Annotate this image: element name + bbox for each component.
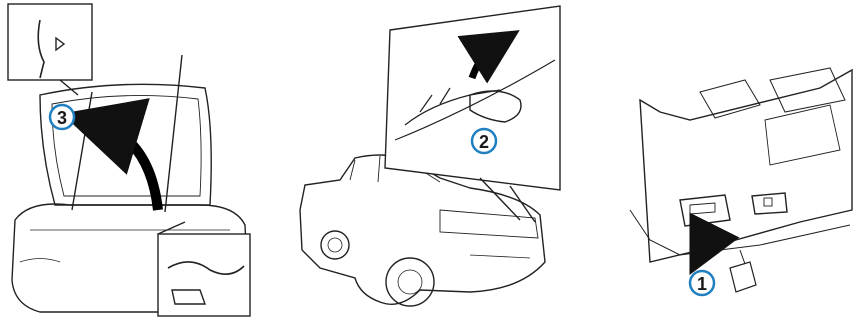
step-label-3: 3: [57, 108, 67, 128]
dashboard-lower-panel: [640, 70, 852, 262]
step-badge-1: 1: [690, 271, 714, 295]
step-badge-3: 3: [50, 105, 74, 129]
inset-hood-hook: [8, 4, 92, 80]
panel-release-safety-catch: [300, 6, 560, 306]
hood-release-lever: [680, 195, 730, 226]
step-label-2: 2: [479, 132, 489, 152]
step-badge-2: 2: [472, 129, 496, 153]
panel-pull-release-lever: [630, 68, 852, 292]
inset-safety-catch: [385, 6, 560, 190]
step-label-1: 1: [697, 274, 707, 294]
hood-open-arrow-icon: [100, 125, 158, 210]
panel-open-hood: [8, 4, 250, 316]
